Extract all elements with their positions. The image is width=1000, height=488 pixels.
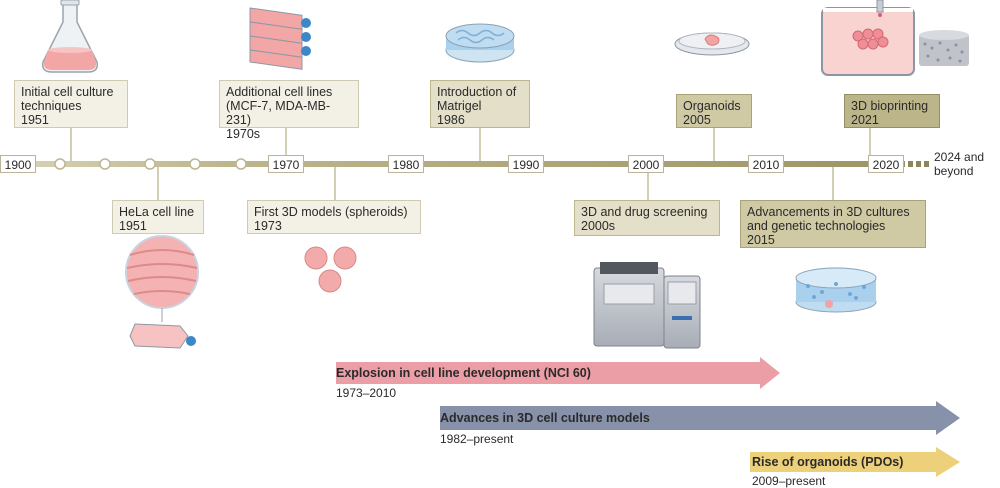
end-label: 2024 and beyond bbox=[934, 150, 985, 178]
event-title: Introduction of bbox=[437, 85, 517, 99]
event-year: 1970s bbox=[226, 127, 261, 141]
event-additional-cell-lines: Additional cell lines (MCF-7, MDA-MB-231… bbox=[219, 80, 359, 141]
year-label: 2000 bbox=[628, 155, 664, 173]
event-year: 2015 bbox=[747, 233, 775, 247]
year-label: 1990 bbox=[508, 155, 544, 173]
event-3d-drug-screening: 3D and drug screening 2000s bbox=[574, 200, 720, 236]
event-title: First 3D models (spheroids) bbox=[254, 205, 408, 219]
period-label: Advances in 3D cell culture models bbox=[440, 411, 650, 425]
period-arrows bbox=[336, 357, 960, 477]
timeline-markers bbox=[54, 158, 247, 170]
event-title: HeLa cell line bbox=[119, 205, 195, 219]
year-label: 1970 bbox=[268, 155, 304, 173]
year-label: 2010 bbox=[748, 155, 784, 173]
event-title: 3D and drug screening bbox=[581, 205, 708, 219]
event-title: Matrigel bbox=[437, 99, 482, 113]
organoid-dish-icon bbox=[674, 32, 750, 56]
timeline-dashes bbox=[908, 161, 929, 167]
event-title: (MCF-7, MDA-MB-231) bbox=[226, 99, 331, 127]
3d-culture-disc-icon bbox=[795, 267, 877, 313]
event-organoids: Organoids 2005 bbox=[676, 94, 752, 128]
event-year: 2005 bbox=[683, 113, 711, 127]
event-3d-bioprinting: 3D bioprinting 2021 bbox=[844, 94, 940, 128]
screening-robot-icon bbox=[593, 262, 701, 349]
timeline-bar bbox=[0, 161, 905, 167]
event-title: 3D bioprinting bbox=[851, 99, 929, 113]
year-label: 2020 bbox=[868, 155, 904, 173]
event-year: 1951 bbox=[21, 113, 49, 127]
event-title: and genetic technologies bbox=[747, 219, 886, 233]
matrigel-dish-icon bbox=[445, 23, 515, 63]
period-label: Rise of organoids (PDOs) bbox=[752, 455, 904, 469]
period-range: 1973–2010 bbox=[336, 386, 397, 400]
year-label: 1900 bbox=[0, 155, 36, 173]
end-label-line: beyond bbox=[934, 164, 974, 178]
event-matrigel: Introduction of Matrigel 1986 bbox=[430, 80, 530, 128]
event-year: 1986 bbox=[437, 113, 465, 127]
period-range: 1982–present bbox=[440, 432, 514, 446]
arrow-organoids bbox=[750, 447, 960, 477]
event-initial-cell-culture: Initial cell culture techniques 1951 bbox=[14, 80, 128, 128]
event-advancements-3d-genetic: Advancements in 3D cultures and genetic … bbox=[740, 200, 926, 248]
event-title: Organoids bbox=[683, 99, 741, 113]
stacked-flasks-icon bbox=[249, 7, 311, 70]
bioprinting-icon bbox=[821, 0, 969, 76]
period-label: Explosion in cell line development (NCI … bbox=[336, 366, 591, 380]
event-title: Initial cell culture bbox=[21, 85, 114, 99]
event-year: 1951 bbox=[119, 219, 147, 233]
event-first-3d-models: First 3D models (spheroids) 1973 bbox=[247, 200, 421, 234]
event-title: techniques bbox=[21, 99, 82, 113]
end-label-line: 2024 and bbox=[934, 150, 985, 164]
event-year: 2000s bbox=[581, 219, 616, 233]
event-year: 1973 bbox=[254, 219, 282, 233]
year-label: 1980 bbox=[388, 155, 424, 173]
arrow-3d-culture-models bbox=[440, 401, 960, 435]
hela-cell-icon bbox=[125, 235, 199, 322]
culture-flask-icon bbox=[129, 323, 196, 349]
arrow-cell-line-development bbox=[336, 357, 780, 389]
event-connectors bbox=[70, 128, 871, 200]
event-year: 2021 bbox=[851, 113, 879, 127]
period-range: 2009–present bbox=[752, 474, 826, 488]
event-title: Advancements in 3D cultures bbox=[747, 205, 910, 219]
erlenmeyer-flask-icon bbox=[41, 0, 99, 73]
event-hela-cell-line: HeLa cell line 1951 bbox=[112, 200, 204, 234]
spheroids-icon bbox=[304, 246, 357, 293]
event-title: Additional cell lines bbox=[226, 85, 333, 99]
